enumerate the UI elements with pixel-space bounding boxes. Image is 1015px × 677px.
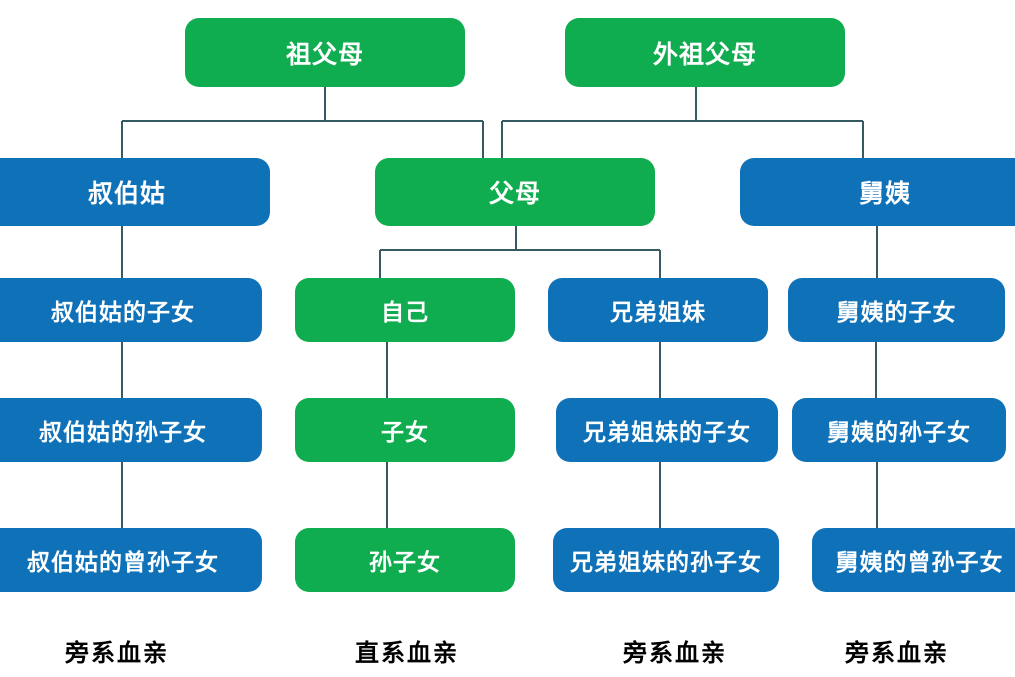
category-label-collateral-3: 旁系血亲: [845, 640, 949, 667]
node-paternal-uncles-aunts-great-grandchildren: 叔伯姑的曾孙子女: [0, 528, 262, 592]
node-children: 子女: [295, 398, 515, 462]
node-self: 自己: [295, 278, 515, 342]
category-label-collateral-2: 旁系血亲: [623, 640, 727, 667]
node-paternal-uncles-aunts-grandchildren: 叔伯姑的孙子女: [0, 398, 262, 462]
node-parents: 父母: [375, 158, 655, 226]
category-label-direct: 直系血亲: [355, 640, 459, 667]
category-label-collateral-1: 旁系血亲: [65, 640, 169, 667]
node-paternal-uncles-aunts: 叔伯姑: [0, 158, 270, 226]
node-maternal-uncles-aunts-great-grandchildren: 舅姨的曾孙子女: [812, 528, 1015, 592]
node-siblings-children: 兄弟姐妹的子女: [556, 398, 778, 462]
node-siblings-grandchildren: 兄弟姐妹的孙子女: [553, 528, 779, 592]
node-maternal-uncles-aunts-grandchildren: 舅姨的孙子女: [792, 398, 1006, 462]
node-maternal-uncles-aunts-children: 舅姨的子女: [788, 278, 1005, 342]
node-siblings: 兄弟姐妹: [548, 278, 768, 342]
node-paternal-uncles-aunts-children: 叔伯姑的子女: [0, 278, 262, 342]
node-grandchildren: 孙子女: [295, 528, 515, 592]
node-paternal-grandparents: 祖父母: [185, 18, 465, 87]
node-maternal-uncles-aunts: 舅姨: [740, 158, 1015, 226]
node-maternal-grandparents: 外祖父母: [565, 18, 845, 87]
